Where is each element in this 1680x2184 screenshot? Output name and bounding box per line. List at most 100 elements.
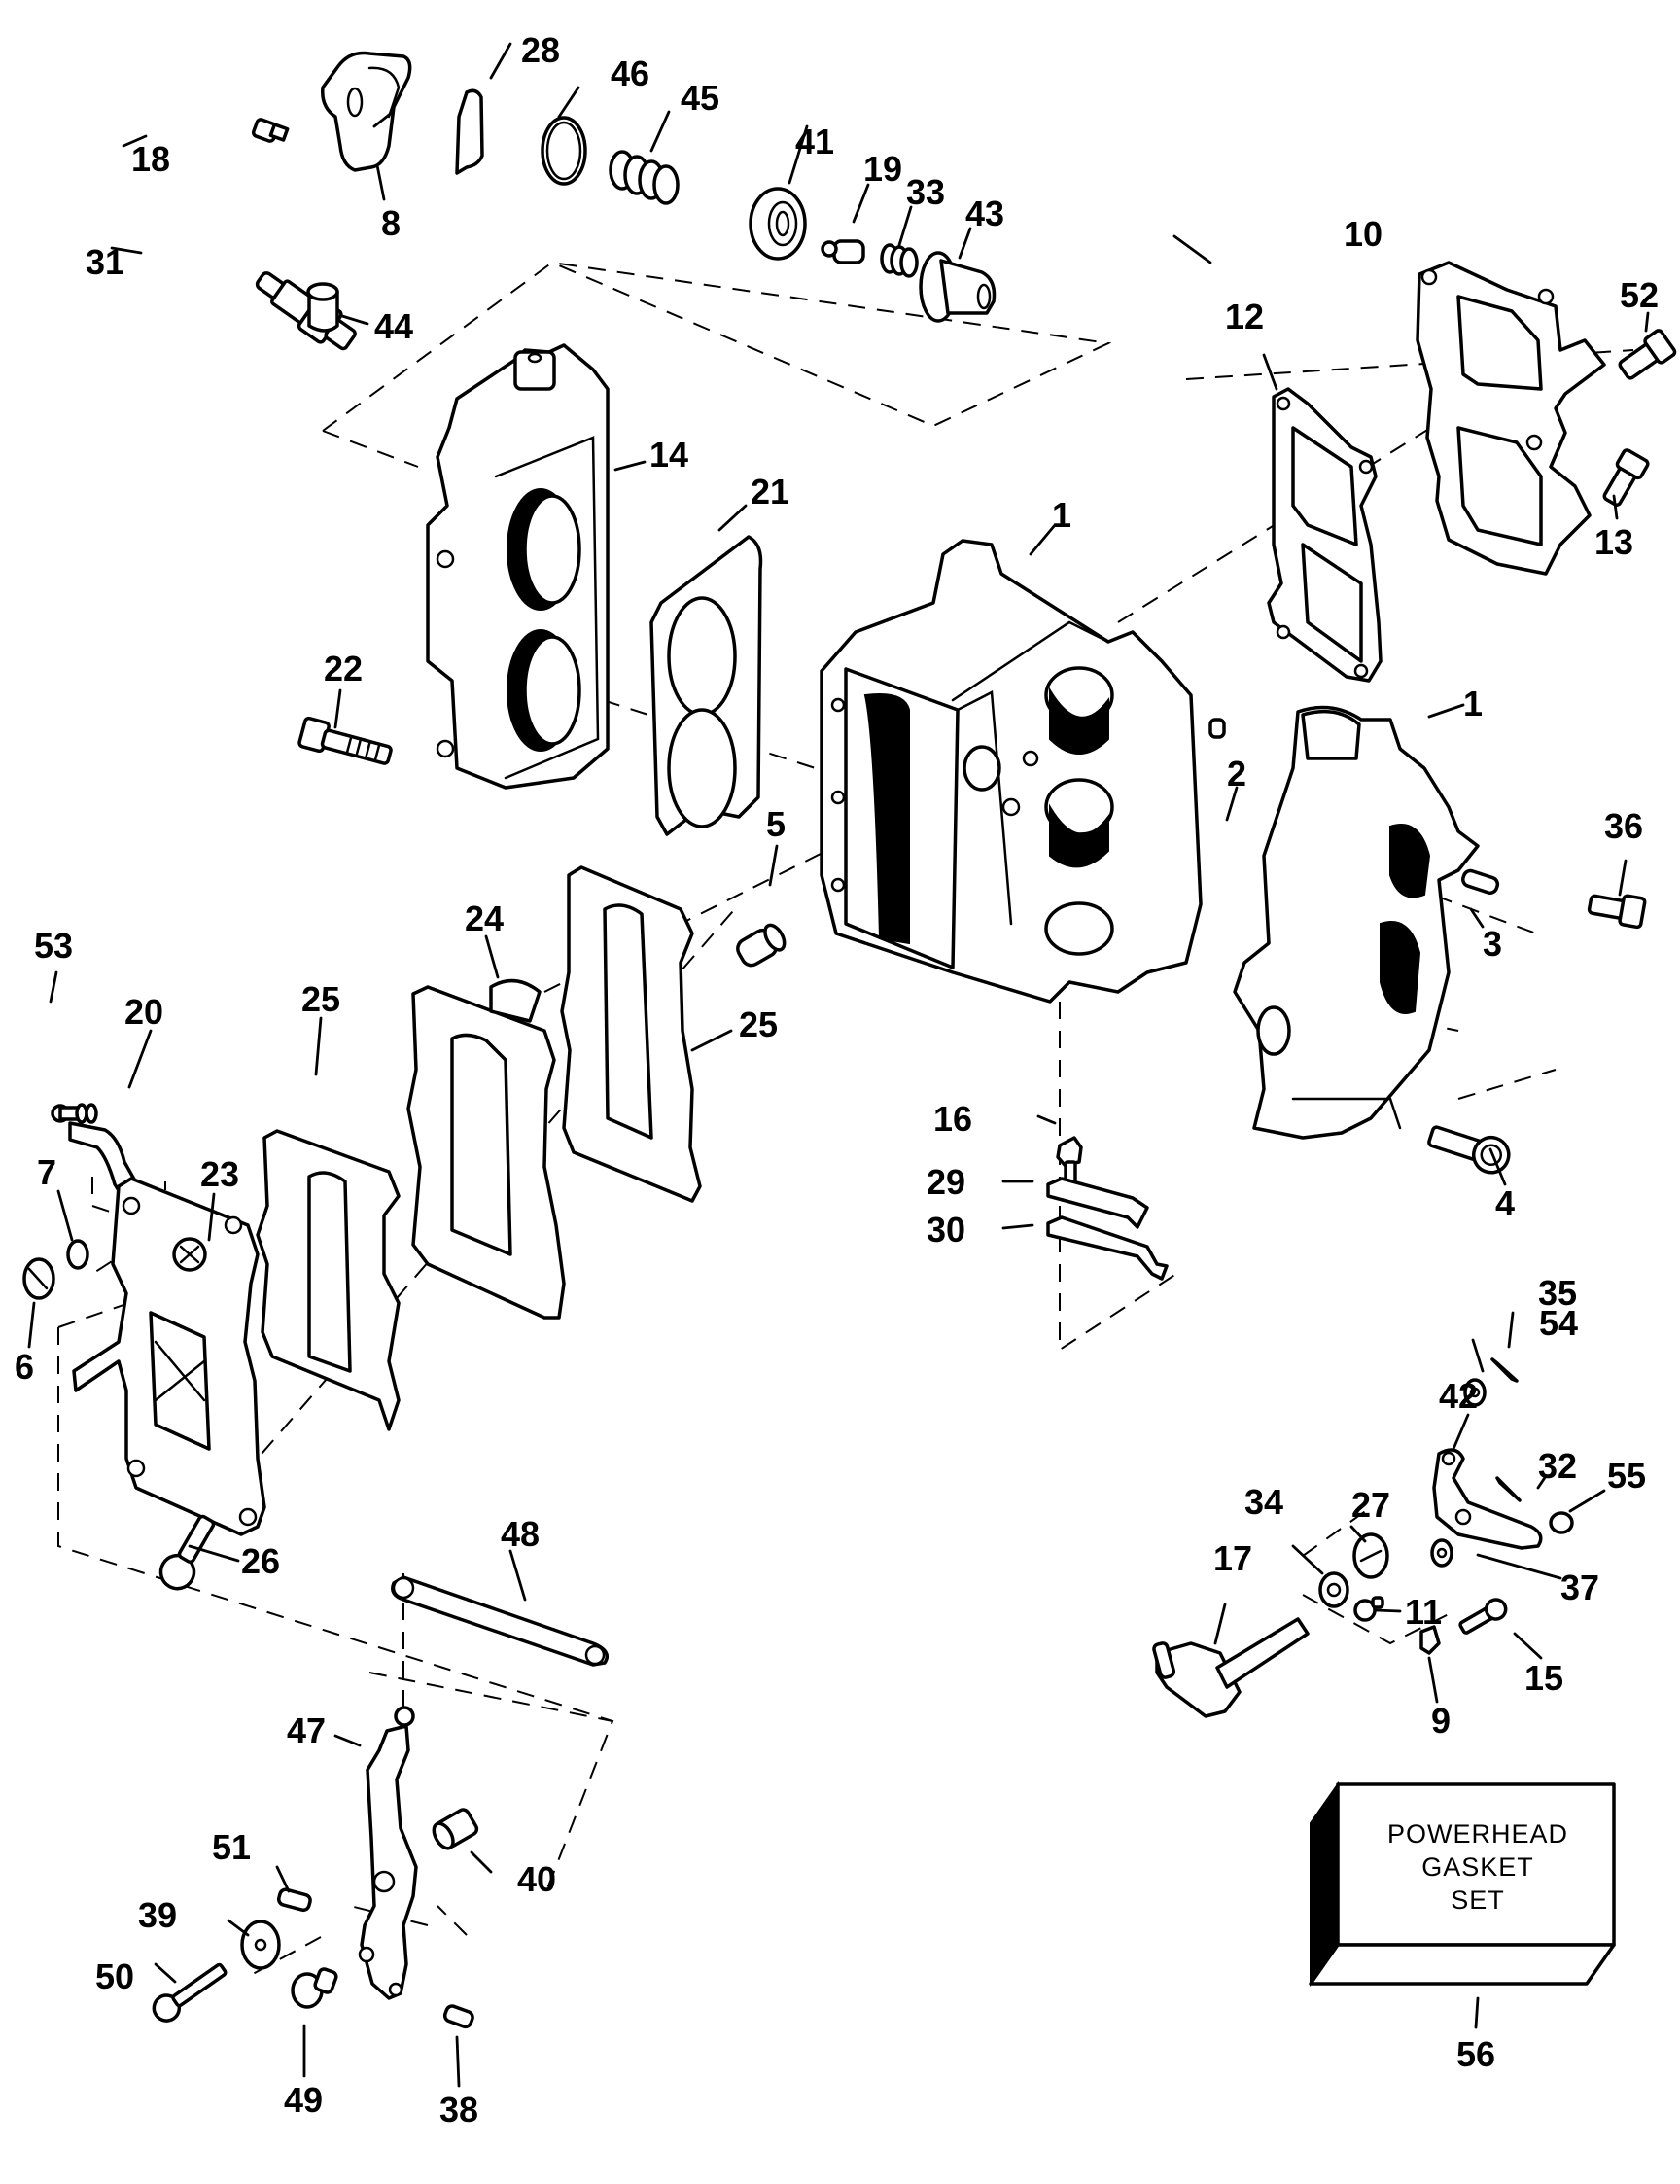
parts — [22, 51, 1677, 2029]
washer-39-part — [240, 1920, 281, 1970]
callout-46: 46 — [611, 53, 649, 93]
callout-1a: 1 — [1052, 495, 1071, 535]
callout-28: 28 — [521, 30, 560, 70]
callout-16: 16 — [933, 1099, 972, 1139]
callout-42: 42 — [1439, 1376, 1478, 1416]
callout-51: 51 — [212, 1827, 251, 1867]
callout-20: 20 — [124, 992, 163, 1032]
pin-11-part — [1353, 1596, 1384, 1622]
head-gasket-part — [649, 535, 763, 836]
screw-16-part — [1056, 1136, 1083, 1191]
callout-31: 31 — [86, 242, 124, 282]
nut-55-part — [1549, 1511, 1574, 1534]
pin-49-part — [291, 1967, 338, 2009]
callout-24: 24 — [465, 898, 504, 938]
callout-50: 50 — [95, 1956, 134, 1996]
gasket-kit-label: POWERHEAD GASKET SET — [1387, 1819, 1568, 1915]
callout-17: 17 — [1213, 1538, 1252, 1578]
callout-45: 45 — [681, 78, 719, 118]
washer-37-part — [1430, 1538, 1453, 1568]
valve-housing-part — [919, 251, 997, 323]
callout-37: 37 — [1560, 1568, 1599, 1607]
bracket-30-part — [1046, 1215, 1169, 1281]
callout-43: 43 — [965, 194, 1004, 233]
exhaust-gasket-outer-part — [256, 1129, 401, 1431]
callout-1b: 1 — [1463, 684, 1483, 723]
bushing-part — [1318, 1571, 1349, 1608]
callout-26: 26 — [241, 1541, 280, 1581]
valve-fitting-part — [821, 239, 865, 264]
washer-54-part — [1463, 1378, 1487, 1407]
callout-13: 13 — [1594, 522, 1633, 562]
leader-lines — [27, 42, 1650, 2088]
callout-2: 2 — [1227, 754, 1246, 793]
set-screw-51-part — [276, 1887, 312, 1913]
callout-40: 40 — [517, 1859, 556, 1899]
callout-25a: 25 — [301, 979, 340, 1019]
screw-15-part — [1458, 1598, 1508, 1635]
callout-15: 15 — [1524, 1658, 1563, 1698]
bolt-52-part — [1618, 329, 1677, 380]
callout-30: 30 — [927, 1210, 965, 1250]
thermostat-gasket-part — [455, 88, 484, 175]
callout-55: 55 — [1607, 1456, 1646, 1496]
callout-19: 19 — [863, 149, 902, 189]
callout-23: 23 — [200, 1154, 239, 1194]
callout-34: 34 — [1244, 1482, 1283, 1522]
callout-49: 49 — [284, 2080, 323, 2120]
callout-39: 39 — [138, 1895, 177, 1935]
callout-22: 22 — [324, 649, 363, 688]
callout-56: 56 — [1456, 2034, 1495, 2074]
intake-manifold-part — [1416, 261, 1606, 576]
cylinder-head-part — [426, 343, 610, 790]
bolt-50-part — [152, 1962, 228, 2023]
callout-9: 9 — [1431, 1701, 1451, 1741]
kit-line-1: POWERHEAD — [1387, 1819, 1568, 1849]
callout-labels: 1 1 2 3 4 5 6 7 8 9 10 11 12 13 14 15 16… — [15, 30, 1659, 2130]
callout-21: 21 — [751, 472, 789, 511]
drain-plug-part — [22, 1257, 55, 1300]
callout-6: 6 — [15, 1347, 34, 1387]
cotter-pin-35-part — [1490, 1357, 1519, 1383]
callout-54: 54 — [1539, 1303, 1578, 1343]
screw-18-part — [251, 118, 290, 143]
gasket-kit-box — [1309, 1780, 1616, 1988]
callout-35: 35 — [1538, 1273, 1577, 1313]
dowel-pin-part — [1461, 868, 1500, 895]
callout-3: 3 — [1483, 924, 1502, 964]
cotter-pin-32-part — [1495, 1476, 1522, 1502]
cylinder-block-part — [820, 539, 1203, 1004]
set-screw-38-part — [442, 2004, 474, 2029]
link-rod-part — [391, 1575, 609, 1667]
callout-12: 12 — [1225, 297, 1264, 336]
throttle-cam-shaft-part — [1152, 1617, 1310, 1718]
bolt-36-part — [1587, 894, 1647, 930]
o-ring-part — [66, 1239, 89, 1270]
callout-14: 14 — [649, 435, 688, 475]
spacer-part — [432, 1808, 479, 1850]
spark-plug-part — [255, 271, 357, 351]
fitting-53-part — [51, 1103, 98, 1124]
callout-25b: 25 — [739, 1004, 778, 1044]
callout-38: 38 — [439, 2090, 478, 2130]
callout-36: 36 — [1604, 806, 1643, 846]
callout-47: 47 — [287, 1710, 326, 1750]
callout-29: 29 — [927, 1162, 965, 1202]
callout-18: 18 — [131, 139, 170, 179]
callout-33: 33 — [906, 172, 945, 212]
callout-7: 7 — [37, 1152, 56, 1192]
retainer-clip-part — [1419, 1625, 1441, 1655]
callout-11: 11 — [1405, 1592, 1442, 1632]
callout-27: 27 — [1351, 1485, 1390, 1525]
crankcase-cover-part — [1233, 705, 1480, 1140]
callout-53: 53 — [34, 926, 73, 966]
callout-48: 48 — [501, 1514, 540, 1554]
callout-10: 10 — [1344, 214, 1382, 254]
kit-line-3: SET — [1451, 1885, 1505, 1915]
callout-32: 32 — [1538, 1446, 1577, 1486]
bracket-29-part — [1046, 1177, 1149, 1229]
callout-44: 44 — [374, 306, 413, 346]
cam-part — [1352, 1532, 1389, 1579]
exhaust-gasket-inner-part — [560, 865, 702, 1203]
